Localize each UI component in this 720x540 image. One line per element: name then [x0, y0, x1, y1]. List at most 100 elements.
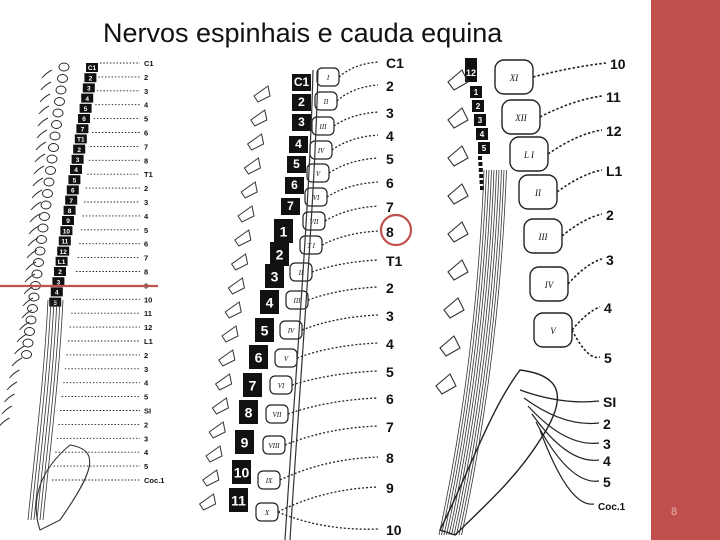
nerve-root — [334, 112, 378, 126]
nerve-root — [327, 182, 378, 197]
spinous-process — [448, 146, 468, 166]
nerve-label: 5 — [144, 393, 148, 402]
spinous-process — [29, 226, 39, 234]
nerve-root — [288, 398, 378, 414]
segment-box-label: 11 — [61, 239, 68, 246]
vertebral-body-label: X — [264, 509, 270, 517]
vertebral-body-label: IX — [265, 477, 273, 485]
segment-box-label: 7 — [81, 126, 85, 133]
nerve-label: 5 — [603, 474, 611, 490]
segment-box-label: 5 — [261, 322, 269, 338]
segment-box-label: 1 — [280, 223, 288, 239]
nerve-label: 10 — [610, 56, 626, 72]
nerve-root — [533, 63, 606, 77]
vertebral-body-label: III — [538, 232, 549, 242]
spinous-process — [238, 206, 254, 222]
nerve-root — [548, 130, 602, 154]
nerve-label: 10 — [144, 295, 152, 304]
slide-number: 8 — [664, 506, 684, 518]
vertebral-body-label: I — [326, 74, 330, 82]
nerve-label: 3 — [144, 87, 148, 96]
vertebral-body — [40, 213, 50, 221]
spinous-process — [2, 406, 12, 414]
spinous-process — [42, 70, 52, 78]
segment-box — [478, 156, 482, 160]
spinous-process — [206, 446, 222, 462]
nerve-label: 3 — [606, 252, 614, 268]
segment-box-label: C1 — [294, 75, 310, 89]
nerve-label: 8 — [386, 450, 394, 466]
spinous-process — [232, 254, 248, 270]
segment-box-label: 5 — [84, 106, 88, 113]
spinous-process — [20, 322, 30, 330]
nerve-root — [329, 158, 378, 173]
vertebral-body-label: II — [534, 188, 542, 198]
nerve-label: 4 — [386, 336, 394, 352]
nerve-root — [557, 170, 602, 192]
nerve-label: SI — [144, 407, 151, 416]
spinous-process — [216, 374, 232, 390]
nerve-root — [337, 85, 378, 101]
nerve-label: 4 — [144, 448, 149, 457]
spinous-process — [35, 154, 45, 162]
lumbosacral-diagram: 1212345XIXIIL IIIIIIIVV101112L12345SI234… — [436, 56, 626, 535]
segment-box-label: 5 — [482, 144, 487, 153]
nerve-root — [540, 96, 602, 117]
spinous-process — [33, 178, 43, 186]
segment-box-label: 8 — [245, 404, 253, 420]
spinous-process — [448, 260, 468, 280]
nerve-root — [278, 512, 378, 529]
segment-box-label: 5 — [73, 177, 77, 184]
vertebral-body-label: T I — [307, 242, 316, 250]
nerve-label: 3 — [386, 308, 394, 324]
spinous-process — [235, 230, 251, 246]
spinous-process — [448, 108, 468, 128]
segment-box-label: L1 — [58, 259, 66, 266]
segment-box-label: C1 — [88, 65, 97, 72]
nerve-root — [528, 406, 599, 443]
vertebral-body — [22, 351, 32, 359]
vertebral-body-label: XI — [509, 73, 519, 83]
spinous-process — [25, 274, 35, 282]
segment-box-label: 4 — [55, 290, 59, 297]
nerve-root — [568, 259, 602, 284]
nerve-label: 6 — [144, 240, 148, 249]
nerve-root — [297, 343, 378, 358]
segment-box-label: 2 — [298, 95, 305, 109]
spinous-process — [10, 370, 20, 378]
segment-box-label: 4 — [85, 96, 89, 103]
spinous-process — [32, 190, 42, 198]
vertebral-body-label: VI — [313, 194, 320, 202]
nerve-label: 5 — [386, 151, 394, 167]
vertebral-body — [44, 178, 54, 186]
nerve-label: 12 — [144, 323, 152, 332]
segment-box-label: 3 — [478, 116, 483, 125]
spinous-process — [219, 350, 235, 366]
nerve-label: 2 — [144, 184, 148, 193]
nerve-label: 4 — [144, 101, 149, 110]
nerve-label: 5 — [386, 364, 394, 380]
spinous-process — [212, 398, 228, 414]
spinous-process — [34, 166, 44, 174]
vertebral-body — [41, 201, 51, 209]
vertebral-body-label: IV — [544, 280, 555, 290]
segment-box-label: 3 — [76, 157, 80, 164]
cauda-equina-fiber — [40, 300, 60, 520]
nerve-root — [308, 287, 378, 300]
segment-box-label: 1 — [474, 88, 479, 97]
nerve-label: 6 — [144, 129, 148, 138]
vertebral-body — [53, 109, 63, 117]
nerve-label: Coc.1 — [598, 502, 626, 513]
vertebral-body-label: V — [284, 355, 289, 363]
spinous-process — [30, 214, 40, 222]
vertebral-body — [55, 98, 65, 106]
vertebral-body — [43, 190, 53, 198]
segment-box-label: 6 — [82, 116, 86, 123]
spinous-process — [39, 106, 49, 114]
vertebral-body — [32, 270, 42, 278]
segment-box-label: 2 — [58, 269, 62, 276]
spinous-process — [17, 334, 27, 342]
nerve-label: Coc.1 — [144, 476, 164, 485]
spinous-process — [27, 250, 37, 258]
nerve-label: 7 — [386, 199, 394, 215]
